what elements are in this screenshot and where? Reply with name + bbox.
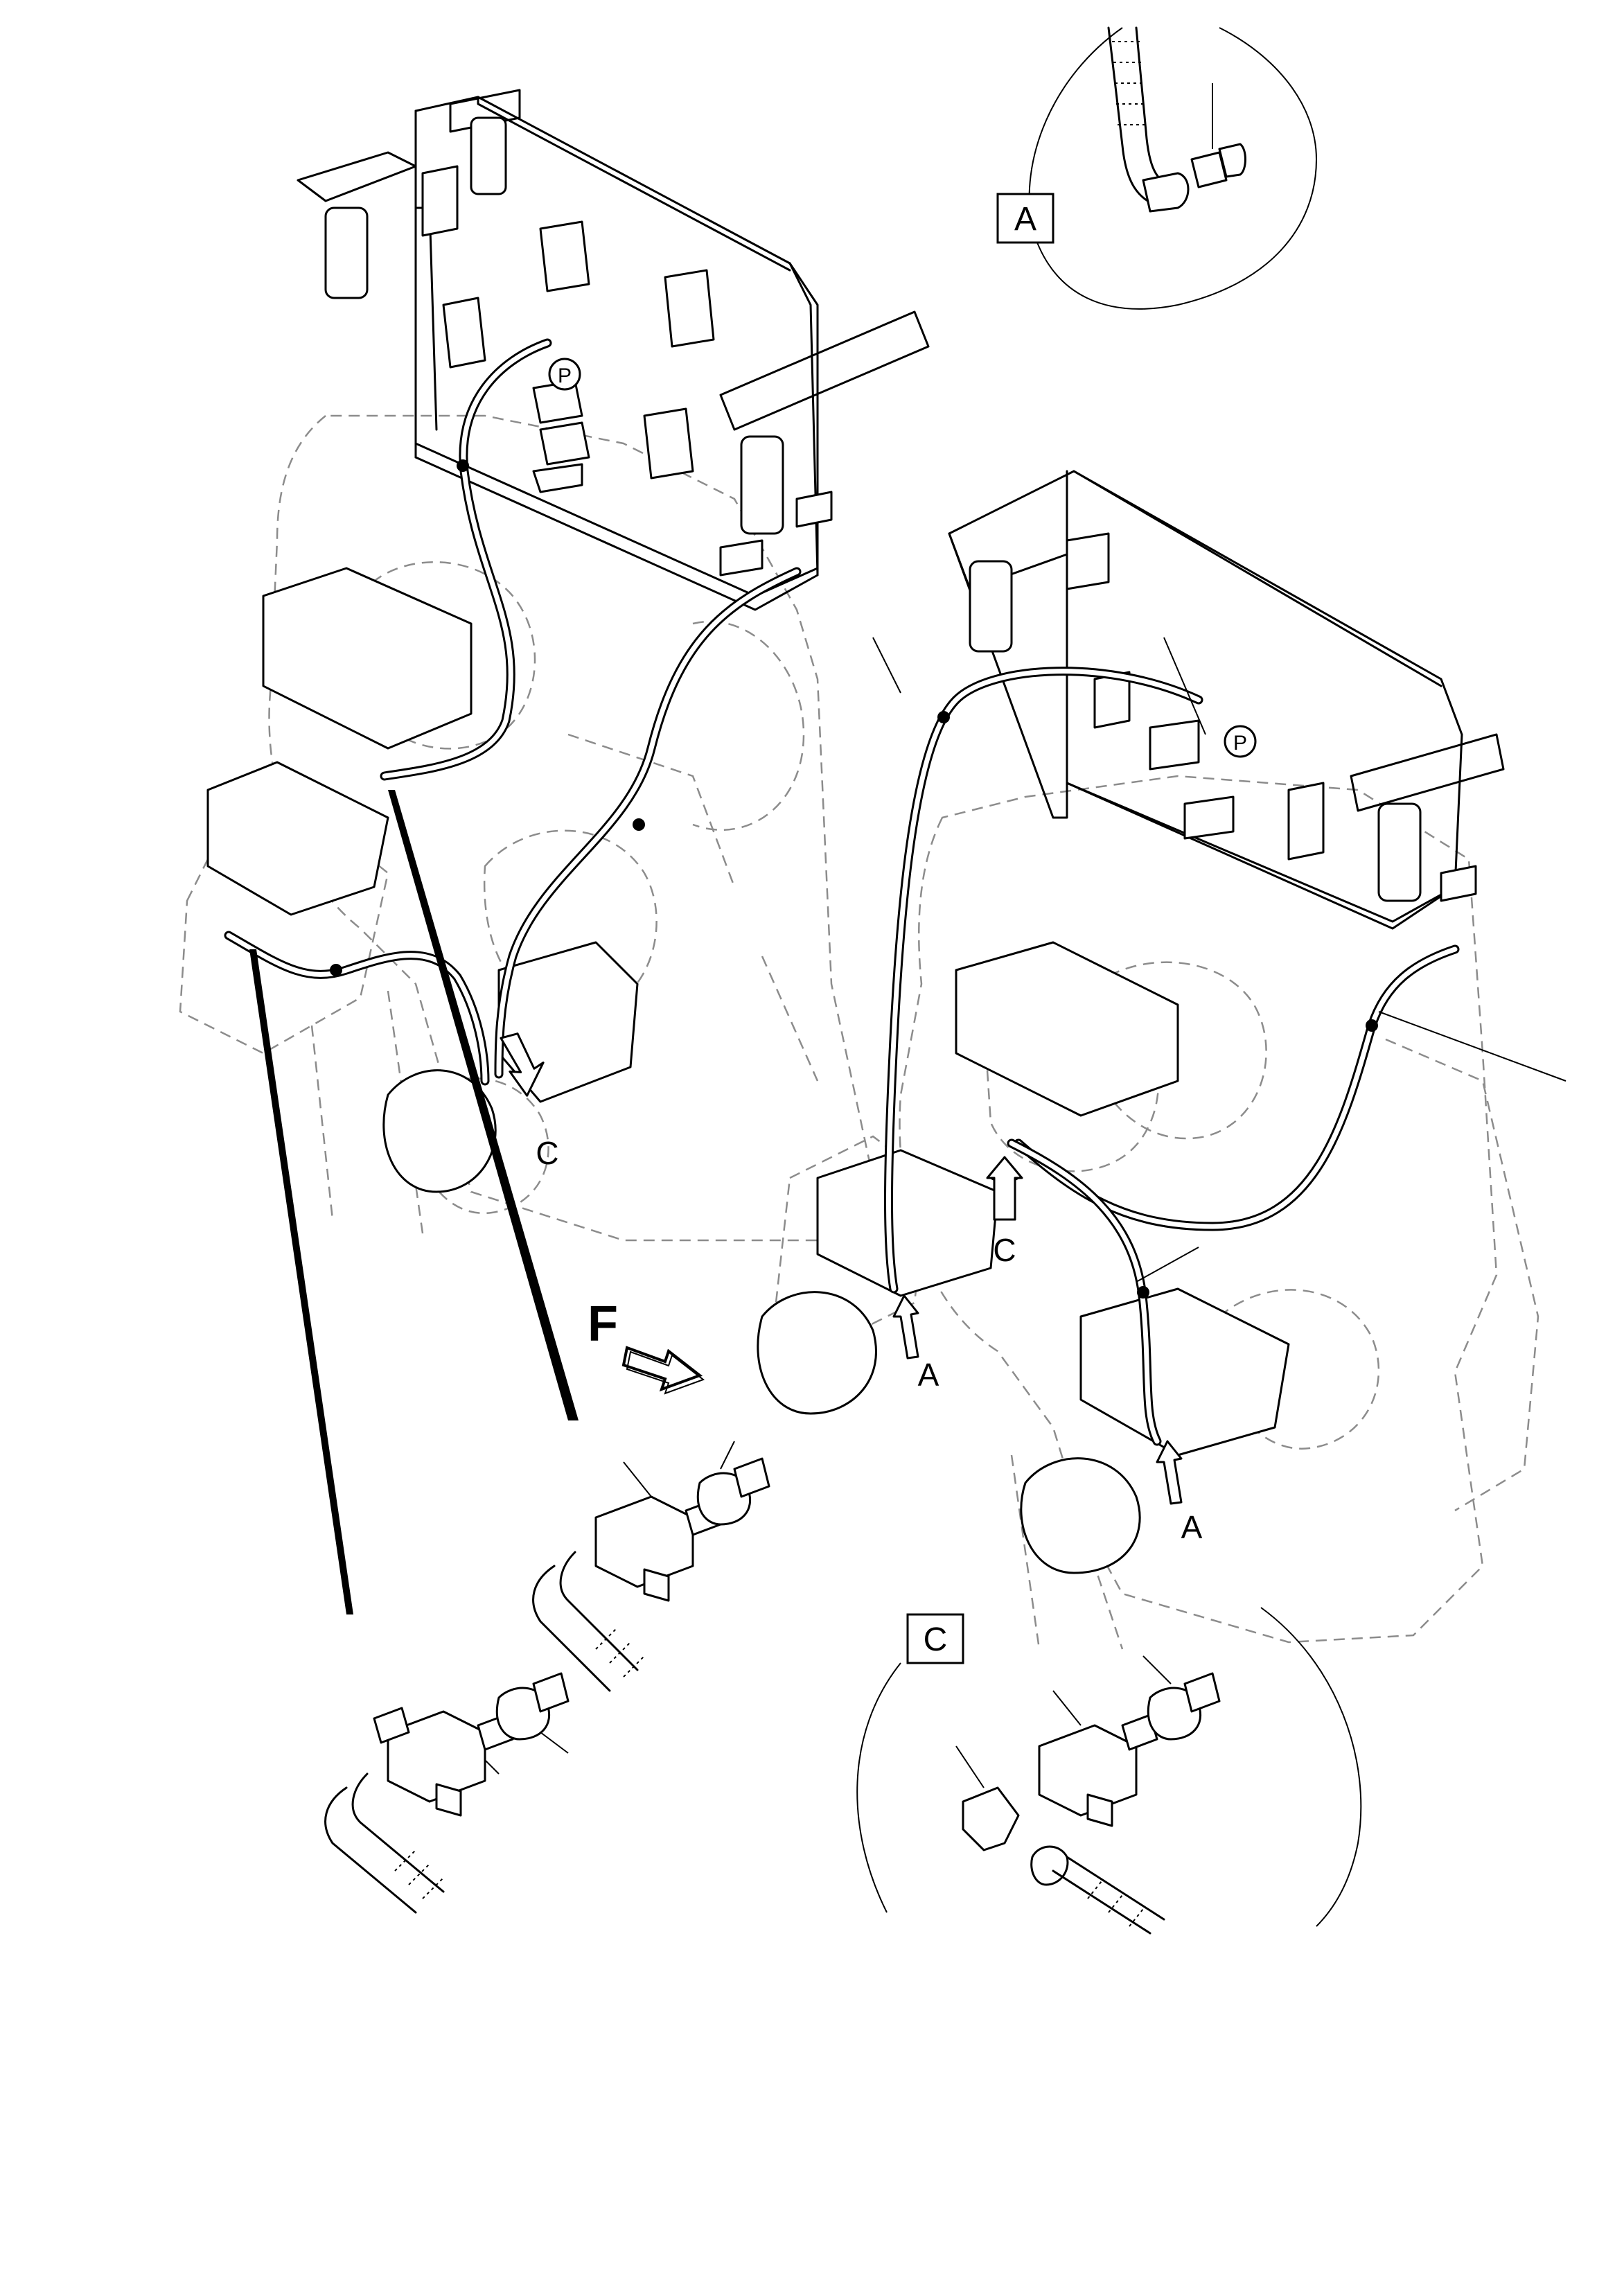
callout-label-a-lower: A — [1181, 1509, 1203, 1545]
hose-panel-to-lower-valve — [494, 567, 802, 1079]
callout-label-c-right: C — [993, 1232, 1016, 1268]
leader-lines — [249, 637, 1566, 1614]
right-valve-panel: P — [948, 470, 1505, 930]
detail-a-label: A — [1014, 201, 1036, 238]
callout-arrow-c-left — [500, 1032, 545, 1097]
hose-pressure-to-upper-valve — [380, 338, 552, 781]
callout-arrow-a-lower — [1156, 1440, 1183, 1505]
right-lower-valve-block — [757, 941, 1290, 1574]
left-upper-valve-block — [206, 567, 639, 1193]
hose-panel-to-lower-left-valve — [884, 667, 1203, 1294]
callout-arrow-a-upper — [892, 1294, 919, 1359]
hoses-right-assembly — [884, 667, 1460, 1446]
callout-label-a-upper: A — [918, 1357, 939, 1393]
detail-c-view: C — [856, 1607, 1362, 1935]
view-direction-label-f: F — [588, 1296, 618, 1352]
left-valve-panel: P — [297, 89, 930, 611]
view-direction-arrow — [621, 1346, 705, 1395]
pressure-port-label-left: P — [558, 364, 572, 387]
hose-left-crossover — [224, 931, 490, 1086]
leader-wedge-center — [388, 790, 579, 1420]
hose-marker-dot — [457, 459, 469, 472]
pressure-port-label-right: P — [1233, 732, 1247, 755]
exploded-fitting-upper — [532, 1441, 770, 1692]
callout-label-c-left: C — [536, 1135, 558, 1171]
hose-marker-dot — [330, 964, 342, 976]
hoses-left-assembly — [224, 338, 802, 1086]
detail-c-box — [906, 1613, 964, 1664]
detail-a-view: A — [996, 26, 1318, 310]
exploded-fitting-lower — [324, 1672, 570, 1914]
detail-a-box — [996, 193, 1054, 244]
hose-marker-dot — [937, 711, 950, 723]
hose-marker-dot — [633, 818, 645, 831]
hose-marker-dot — [1366, 1019, 1378, 1032]
detail-c-label: C — [924, 1621, 948, 1658]
leader-wedge-left — [249, 949, 353, 1614]
hose-marker-dot — [1137, 1286, 1149, 1299]
callout-arrow-c-right — [986, 1156, 1023, 1221]
